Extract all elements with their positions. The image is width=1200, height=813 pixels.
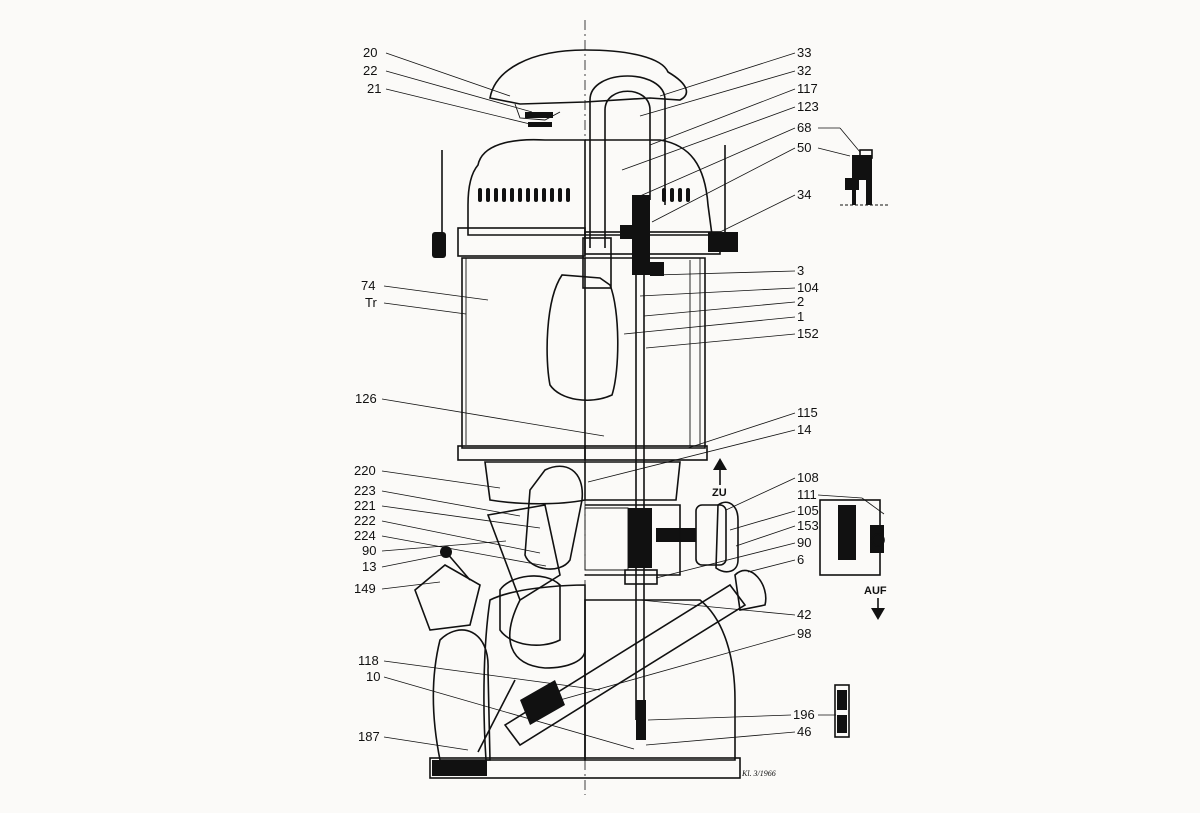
callout-label: 98 <box>797 626 811 641</box>
callout-label: 153 <box>797 518 819 533</box>
annotation-zu: ZU <box>712 487 727 499</box>
callout-label: 20 <box>363 45 377 60</box>
callout-label: 115 <box>797 405 818 420</box>
detail-inset-lower <box>834 684 850 738</box>
lamp-illustration <box>414 49 767 779</box>
top-hood <box>489 49 688 105</box>
callout-label: 6 <box>797 552 804 567</box>
callout-label: 10 <box>366 669 380 684</box>
right-callouts: 33 32 117 123 68 50 34 3 104 2 1 152 115… <box>559 45 885 746</box>
auf-arrow-icon <box>871 598 885 620</box>
annotation-auf: AUF <box>864 585 887 597</box>
callout-label: 111 <box>797 487 817 502</box>
detail-inset-upper <box>840 149 890 206</box>
signature: Kl. 3/1966 <box>741 769 776 778</box>
callout-label: 74 <box>361 278 375 293</box>
callout-label: 50 <box>797 140 811 155</box>
callout-label: 152 <box>797 326 819 341</box>
callout-label: 90 <box>362 543 376 558</box>
callout-label: 33 <box>797 45 811 60</box>
callout-label: 21 <box>367 81 381 96</box>
vent-cage <box>467 138 586 236</box>
callout-label: 90 <box>797 535 811 550</box>
callout-label: 118 <box>358 653 379 668</box>
callout-label: 2 <box>797 294 804 309</box>
collar-ring <box>457 227 586 257</box>
callout-label: 105 <box>797 503 819 518</box>
callout-label: 34 <box>797 187 811 202</box>
callout-label: 1 <box>797 309 804 324</box>
preheater <box>524 465 583 570</box>
valve-detail <box>715 501 739 573</box>
left-callouts: 20 22 21 74 Tr 126 220 223 221 222 224 9… <box>354 45 635 751</box>
callout-label: 46 <box>797 724 811 739</box>
detail-inset-middle <box>819 499 885 576</box>
callout-label: 32 <box>797 63 811 78</box>
callout-label: Tr <box>365 295 377 310</box>
callout-label: 117 <box>797 81 818 96</box>
callout-label: 104 <box>797 280 819 295</box>
burner-gallery <box>484 461 586 505</box>
callout-label: 221 <box>354 498 376 513</box>
callout-label: 222 <box>354 513 376 528</box>
callout-label: 149 <box>354 581 376 596</box>
callout-label: 42 <box>797 607 811 622</box>
callout-label: 224 <box>354 528 376 543</box>
callout-label: 13 <box>362 559 376 574</box>
glass-globe <box>461 257 586 449</box>
fuel-tank <box>483 584 586 761</box>
callout-label: 126 <box>355 391 377 406</box>
callout-label: 68 <box>797 120 811 135</box>
tank-base <box>429 757 741 779</box>
riser-tube <box>604 90 651 248</box>
callout-label: 196 <box>793 707 815 722</box>
callout-label: 123 <box>797 99 819 114</box>
callout-label: 14 <box>797 422 811 437</box>
callout-label: 22 <box>363 63 377 78</box>
callout-label: 108 <box>797 470 819 485</box>
mantle <box>546 274 619 401</box>
filler-valve <box>499 575 561 646</box>
callout-label: 187 <box>358 729 380 744</box>
callout-label: 220 <box>354 463 376 478</box>
side-handle <box>432 629 491 761</box>
callout-label: 3 <box>797 263 804 278</box>
pump-tube <box>503 583 747 747</box>
callout-label: 223 <box>354 483 376 498</box>
zu-arrow-icon <box>713 458 727 485</box>
